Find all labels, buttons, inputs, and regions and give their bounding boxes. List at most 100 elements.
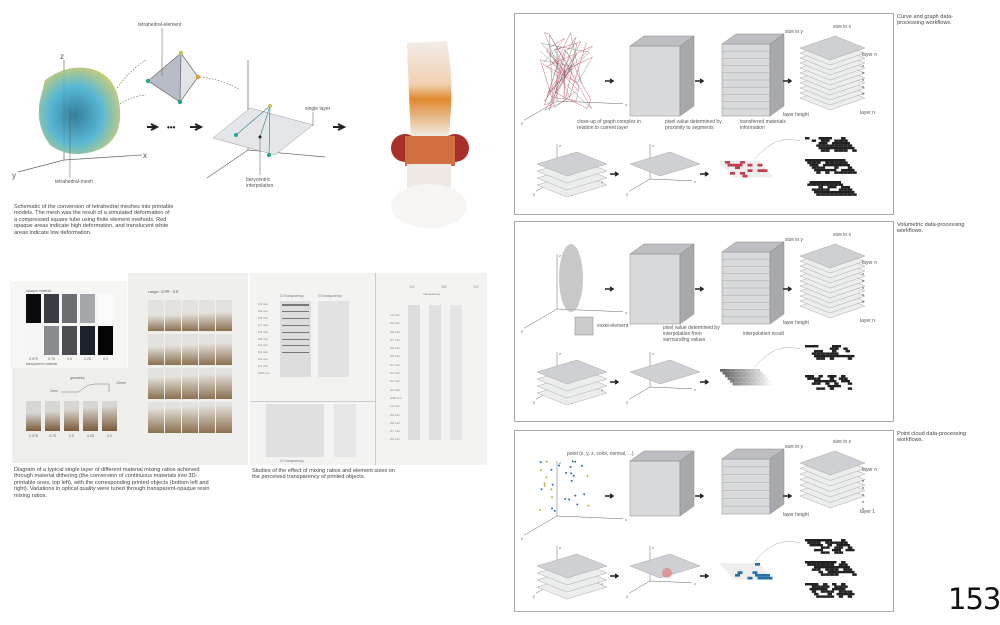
size-label: 0.8 mm: [390, 420, 401, 425]
pixel: [737, 382, 743, 386]
pixel: [847, 193, 853, 196]
pixel: [838, 563, 844, 566]
pixel: [834, 149, 839, 152]
pixel: [845, 349, 850, 353]
pixel: [825, 568, 830, 571]
pixel: [823, 345, 828, 348]
pixel: [829, 595, 835, 598]
pixel: [832, 185, 837, 189]
arrow-icon: [333, 123, 347, 131]
pixel: [832, 384, 837, 388]
tetrahedral-element: [145, 50, 201, 105]
pixel: [827, 190, 832, 194]
pixel: [805, 137, 810, 140]
pixel: [818, 548, 823, 552]
z-axis-label: z: [559, 545, 561, 550]
pixel: [752, 576, 758, 580]
x-axis-label: x: [694, 387, 696, 392]
size-label: 0.6 mm: [390, 346, 401, 351]
pixel: [838, 183, 844, 186]
pixel: [809, 181, 814, 184]
pixel: [816, 382, 821, 385]
pixel: [829, 166, 835, 169]
transparent-label: transparent material: [26, 362, 58, 366]
pixel: [816, 166, 821, 169]
pixel: [847, 568, 853, 571]
pixel: [814, 548, 819, 552]
pixel: [836, 146, 841, 150]
pixel: [841, 548, 846, 552]
pixel: [816, 387, 821, 390]
pixel: [818, 146, 823, 150]
pixel: [838, 551, 844, 554]
range-label: range: 0.99 - 0.8: [148, 289, 179, 294]
pixel: [834, 352, 839, 355]
pixel: [823, 141, 828, 145]
pixel: [811, 139, 817, 142]
pixel: [829, 149, 835, 152]
pixel: [834, 193, 839, 196]
pixel: [816, 193, 821, 196]
pixel: [725, 161, 730, 164]
pixel: [845, 379, 850, 383]
pixel: [760, 568, 765, 572]
pixel: [814, 137, 819, 140]
pixel: [750, 563, 755, 566]
pixel: [852, 573, 857, 576]
ratio-label: 0.25: [84, 357, 91, 361]
swatch-opaque: [98, 294, 113, 323]
pixel: [757, 377, 763, 380]
arrow-icon: [147, 123, 160, 131]
page-number: 153: [948, 582, 1000, 616]
pixel: [820, 382, 826, 385]
gradient-sample: [64, 401, 79, 431]
pixel: [843, 387, 848, 390]
pixel: [740, 380, 745, 383]
layer-height-label: layer height: [783, 512, 809, 518]
pixel: [820, 377, 826, 380]
range-sample: [216, 402, 232, 433]
pixel: [827, 587, 832, 591]
pixel: [823, 543, 828, 547]
pixel: [816, 161, 821, 164]
pixel: [745, 172, 750, 175]
size-label: 0.6 mm: [390, 437, 401, 442]
pixel: [850, 570, 855, 574]
pixel: [829, 382, 835, 385]
pixel: [820, 161, 826, 164]
y-axis-label: y: [521, 535, 523, 540]
pixel: [827, 354, 832, 358]
pixel: [838, 568, 844, 571]
pixel: [818, 185, 823, 189]
pixel: [825, 590, 830, 593]
pixel: [841, 146, 846, 150]
pixel: [825, 357, 830, 360]
pixel: [841, 159, 846, 162]
pixel: [809, 163, 814, 167]
layer-height-label: layer height: [783, 112, 809, 118]
pixel: [755, 161, 760, 164]
pixel: [836, 345, 841, 348]
pixel: [832, 570, 837, 574]
pixel: [820, 573, 826, 576]
z-axis-label: z: [559, 351, 561, 356]
layer-bottom-label: layer 1: [860, 509, 875, 515]
pixel: [814, 168, 819, 172]
layer-top-label: layer n: [862, 467, 877, 473]
pixel: [747, 377, 753, 380]
column-label: 0.0 transparency: [280, 294, 304, 298]
pixel: [847, 551, 853, 554]
pixel: [816, 144, 821, 147]
pixel: [841, 163, 846, 167]
pixel: [847, 149, 853, 152]
pixel: [834, 382, 839, 385]
pixel: [841, 185, 846, 189]
pixel: [818, 561, 823, 564]
pixel: [811, 568, 817, 571]
pixel: [750, 166, 755, 170]
pixel: [841, 570, 846, 574]
pixel: [745, 161, 750, 164]
